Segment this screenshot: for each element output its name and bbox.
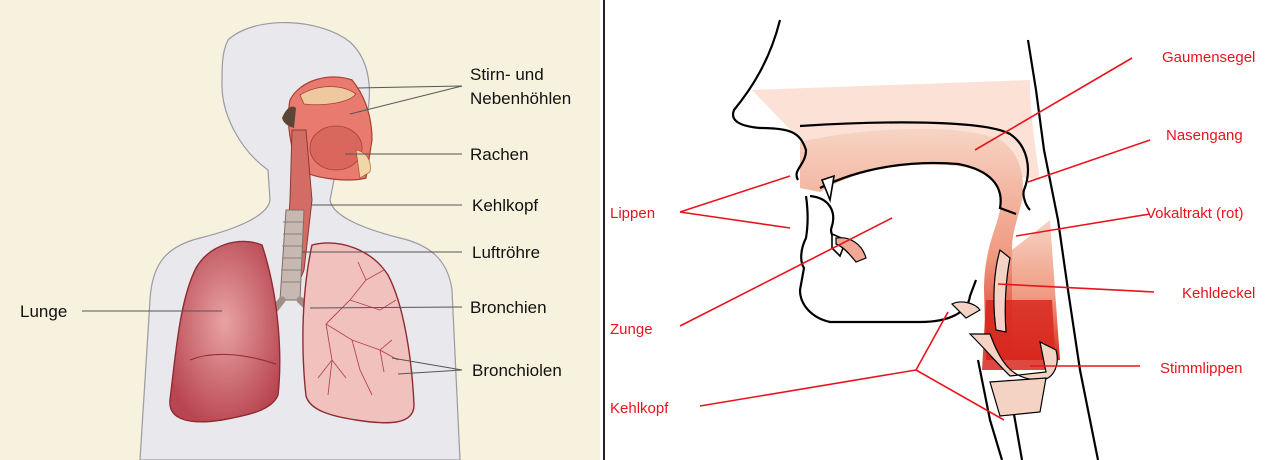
label-stimmlippen: Stimmlippen	[1160, 360, 1243, 377]
label-nebenhoehlen: Nebenhöhlen	[470, 89, 571, 108]
label-kehlkopf-right: Kehlkopf	[610, 400, 669, 417]
label-kehldeckel: Kehldeckel	[1182, 285, 1255, 302]
right-panel-background	[606, 0, 1274, 460]
label-stirn-und: Stirn- und	[470, 65, 544, 84]
label-kehlkopf-left: Kehlkopf	[472, 196, 538, 215]
label-bronchien: Bronchien	[470, 298, 547, 317]
label-zunge: Zunge	[610, 321, 653, 338]
label-rachen: Rachen	[470, 145, 529, 164]
label-gaumensegel: Gaumensegel	[1162, 49, 1255, 66]
label-nasengang: Nasengang	[1166, 127, 1243, 144]
respiratory-system-panel: Stirn- und Nebenhöhlen Rachen Kehlkopf L…	[0, 0, 600, 460]
label-luftroehre: Luftröhre	[472, 243, 540, 262]
label-bronchiolen: Bronchiolen	[472, 361, 562, 380]
vocal-tract-panel: Gaumensegel Nasengang Vokaltrakt (rot) K…	[606, 0, 1274, 460]
label-lunge: Lunge	[20, 302, 67, 321]
label-lippen: Lippen	[610, 205, 655, 222]
label-vokaltrakt: Vokaltrakt (rot)	[1146, 205, 1244, 222]
